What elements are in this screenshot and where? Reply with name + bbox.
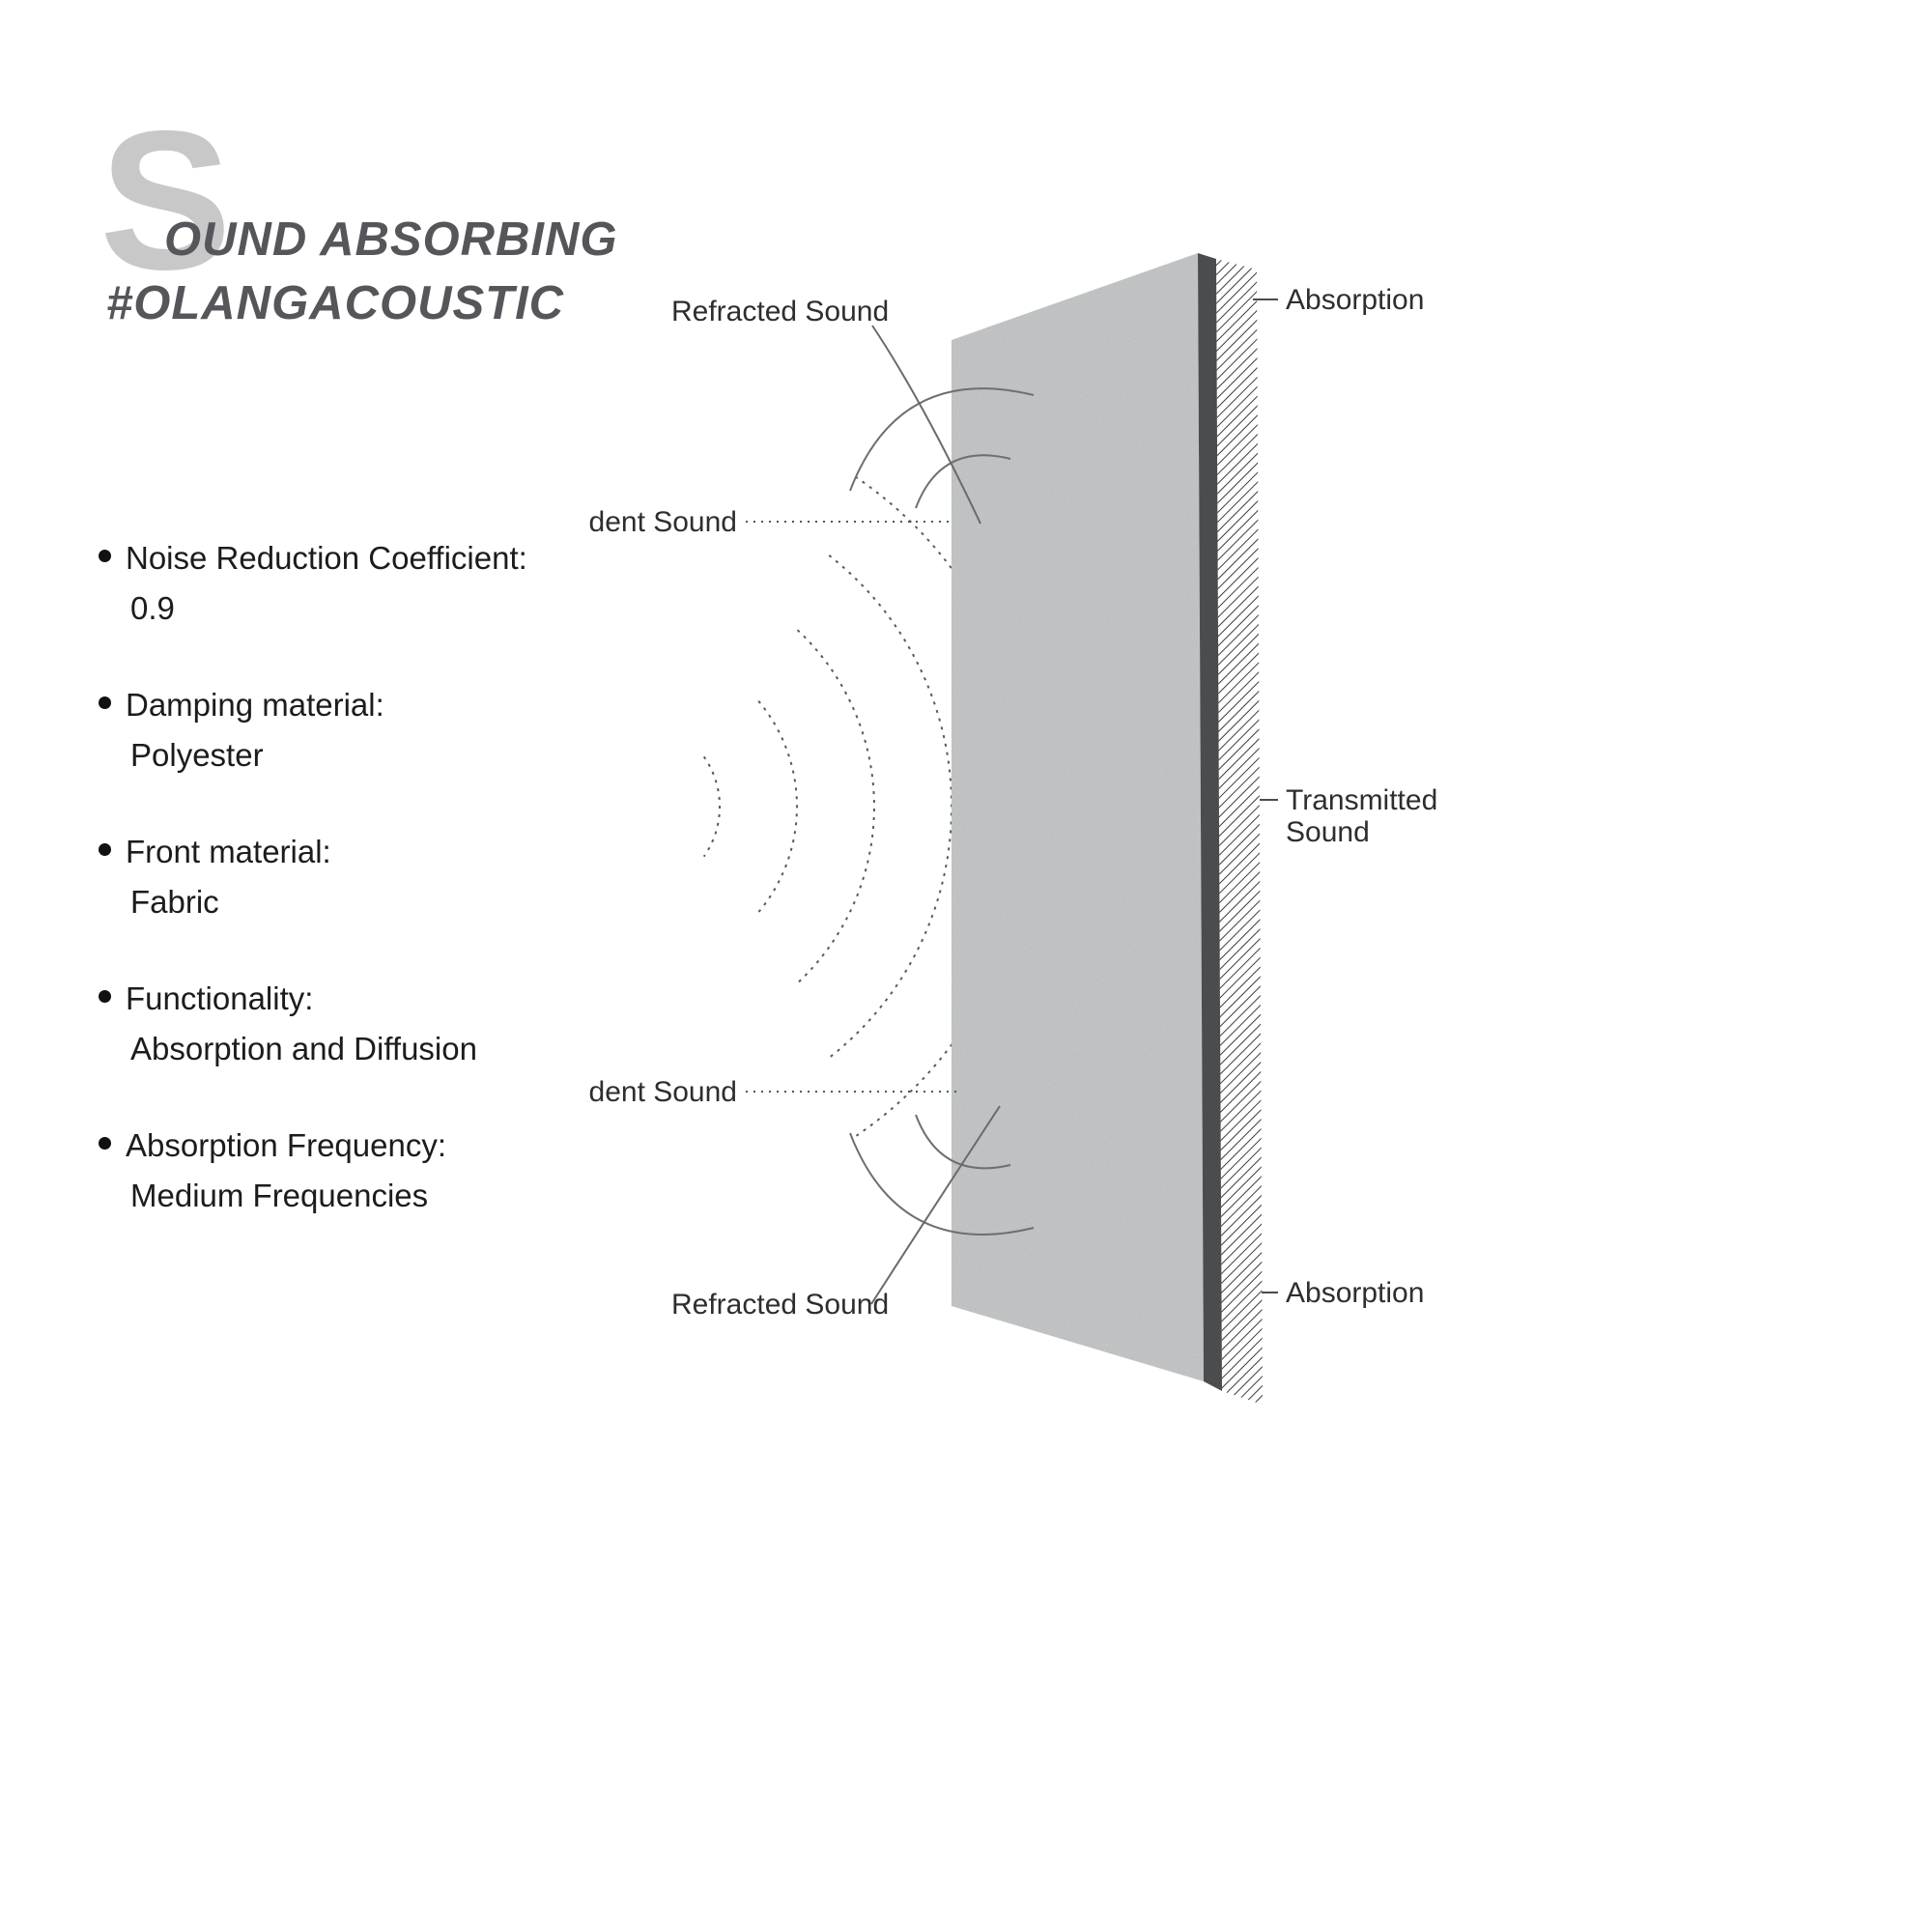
spec-label: Functionality: [126,980,314,1016]
incident-sound-bottom-label: dent Sound [589,1076,737,1108]
spec-item-absorption-frequency: Absorption Frequency: Medium Frequencies [99,1124,686,1217]
incident-sound-top-label: dent Sound [589,506,737,538]
spec-value: 0.9 [130,590,175,626]
spec-label: Front material: [126,834,331,869]
transmitted-sound-label-line2: Sound [1286,816,1370,848]
refracted-sound-arcs-bottom [849,1114,1035,1236]
spec-item-damping: Damping material: Polyester [99,684,686,777]
spec-value: Absorption and Diffusion [130,1031,477,1066]
brand-hashtag: #OLANGACOUSTIC [106,277,565,329]
bullet-icon [99,843,111,856]
refracted-sound-arcs-top [849,387,1035,509]
spec-item-functionality: Functionality: Absorption and Diffusion [99,978,686,1070]
refracted-bottom-leader-line [870,1105,1001,1305]
spec-value: Medium Frequencies [130,1178,429,1213]
spec-label: Absorption Frequency: [126,1127,447,1163]
absorption-bottom-label: Absorption [1286,1277,1424,1309]
bullet-icon [99,550,111,562]
title-initial-letter: S [99,90,232,311]
bullet-icon [99,1137,111,1150]
spec-item-nrc: Noise Reduction Coefficient: 0.9 [99,537,686,630]
refracted-sound-top-label: Refracted Sound [671,296,889,327]
spec-list: Noise Reduction Coefficient: 0.9 Damping… [99,537,686,1271]
bullet-icon [99,696,111,709]
page-title: OUND ABSORBING [164,213,618,266]
spec-label: Noise Reduction Coefficient: [126,540,527,576]
spec-item-front-material: Front material: Fabric [99,831,686,923]
panel-edge [1198,253,1222,1391]
panel-front-face [952,253,1204,1381]
transmitted-sound-label-line1: Transmitted [1286,784,1437,816]
panel-side-hatch [1216,259,1263,1405]
refracted-sound-bottom-label: Refracted Sound [671,1289,889,1321]
spec-value: Polyester [130,737,264,773]
spec-label: Damping material: [126,687,384,723]
absorption-top-label: Absorption [1286,284,1424,316]
bullet-icon [99,990,111,1003]
acoustic-panel-diagram: Refracted Sound dent Sound dent Sound Re… [589,253,1437,1405]
spec-value: Fabric [130,884,219,920]
refracted-top-leader-line [871,325,981,525]
